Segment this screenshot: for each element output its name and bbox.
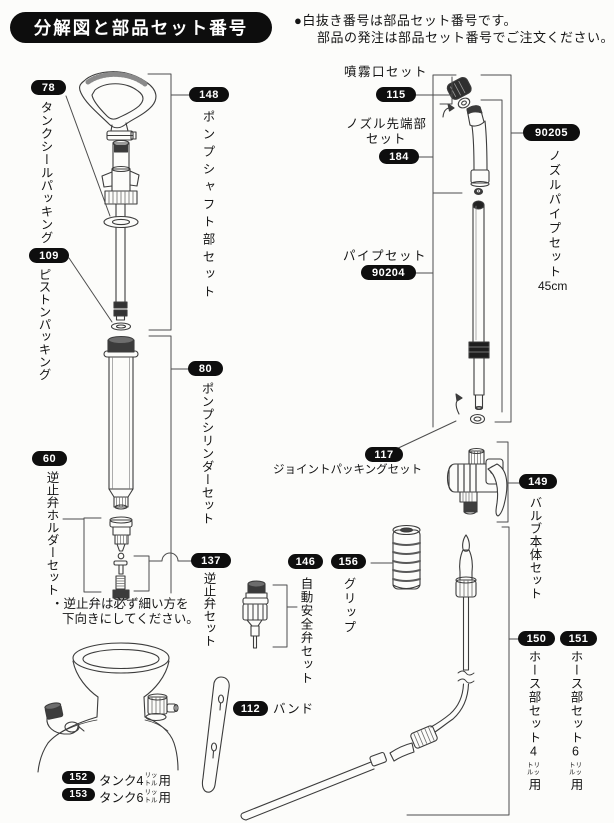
grip-drawing [392,524,421,590]
callout-117: 117 [365,447,403,462]
band-drawing [201,676,230,793]
callout-78: 78 [31,80,66,95]
label-nozzle-pipe-set: ノズルパイプセット [546,149,561,280]
hose-set-6-suffix: 用 [568,777,583,792]
tank-4-text: タンク4 [99,774,144,788]
callout-184: 184 [379,149,419,164]
label-pump-shaft-set: ポンプシャフト部セット [200,110,215,303]
callout-149: 149 [519,474,557,489]
callout-112: 112 [233,701,268,716]
tank-6-suffix: 用 [158,791,171,805]
callout-156: 156 [331,554,366,569]
label-hose-set-4: ホース部セット4トリルッ用 [526,650,541,792]
label-check-valve-set: 逆止弁セット [201,572,216,647]
check-valve-drawing [109,516,133,601]
tank-6-unit: リットル [144,789,158,804]
callout-152: 152 [62,771,95,784]
callout-153: 153 [62,788,95,801]
tank-drawing [37,642,179,773]
label-grip: グリップ [341,577,356,635]
label-piston-packing: ピストンパッキング [36,268,51,381]
hose-set-4-size: 4 [526,744,541,760]
tank-6-text: タンク6 [99,791,144,805]
valve-body-drawing [446,447,508,517]
callout-109: 109 [29,248,69,263]
label-band: バンド [273,702,315,716]
legend-note-line2: 部品の発注は部品セット番号でご注文ください。 [317,30,614,45]
page-title-text: 分解図と部品セット番号 [33,18,249,38]
pump-cylinder-drawing [103,335,139,510]
nozzle-pipe-drawing [446,76,490,425]
legend-note-line1: ●白抜き番号は部品セット番号です。 [294,13,518,28]
tank-4-unit: リットル [144,772,158,787]
label-hose-set-6: ホース部セット6トリルッ用 [568,650,583,792]
safety-valve-drawing [242,580,269,649]
hose-set-6-size: 6 [568,744,583,760]
hose-set-4-suffix: 用 [526,777,541,792]
label-pump-cylinder-set: ポンプシリンダーセット [199,382,214,525]
label-nozzle-tip-line1: ノズル先端部 [346,117,428,131]
pump-shaft-drawing [79,71,157,331]
callout-148: 148 [189,87,229,102]
hose-drawing [240,534,477,821]
label-auto-safety-valve: 自動安全弁セット [298,577,313,685]
hose-set-4-text: ホース部セット [526,650,541,745]
label-tank-seal-packing: タンクシールパッキング [38,101,53,244]
label-spray-mouth-set: 噴霧口セット [344,65,429,79]
callout-80: 80 [188,361,223,376]
tank-4-suffix: 用 [158,774,171,788]
label-nozzle-pipe-length: 45cm [538,279,568,293]
callout-115: 115 [376,87,416,102]
hose-set-4-unit: トリルッ [527,761,540,776]
label-check-valve-holder: 逆止弁ホルダーセット [44,471,59,596]
callout-90204: 90204 [361,265,416,280]
callout-60: 60 [32,451,67,466]
callout-146: 146 [288,554,323,569]
assembly-arrow-icon [442,103,463,415]
label-valve-body-set: バルブ本体セット [527,496,542,600]
callout-137: 137 [191,553,231,568]
label-joint-packing-set: ジョイントパッキングセット [273,464,423,476]
caution-note-line1: ・逆止弁は必ず細い方を [51,597,189,611]
hose-set-6-unit: トリルッ [569,761,582,776]
callout-150: 150 [518,631,555,646]
label-nozzle-tip-line2: セット [366,132,407,146]
caution-note-line2: 下向きにしてください。 [62,612,199,626]
page-title: 分解図と部品セット番号 [10,12,272,43]
callout-151: 151 [560,631,597,646]
callout-90205: 90205 [523,124,580,141]
label-pipe-set: パイプセット [343,249,428,263]
hose-set-6-text: ホース部セット [568,650,583,745]
leader-lines [62,73,524,816]
